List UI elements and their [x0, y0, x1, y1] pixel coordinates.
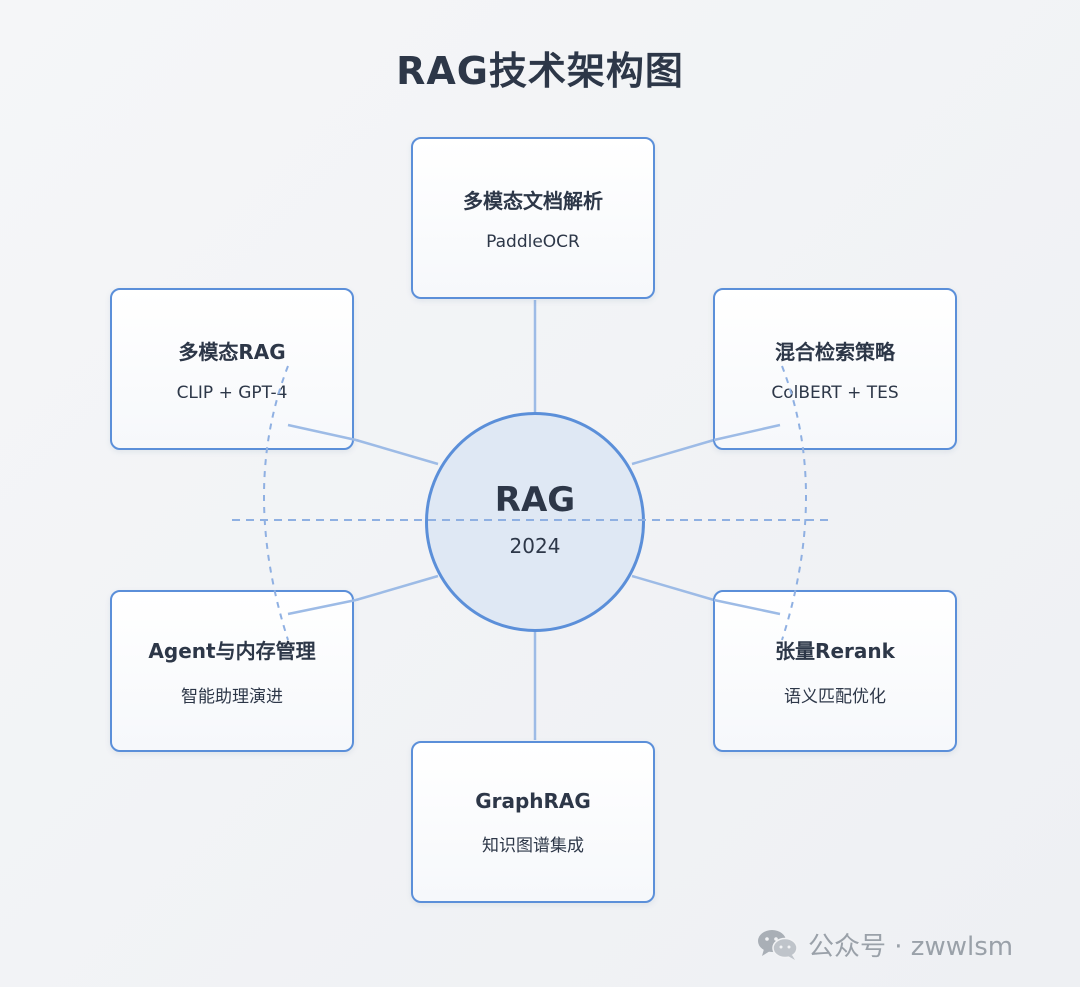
node-upper-left: 多模态RAG CLIP + GPT-4 [110, 288, 354, 450]
center-title: RAG [494, 480, 576, 520]
connector-lower-right [631, 574, 715, 602]
node-subtitle: ColBERT + TES [771, 382, 899, 403]
center-subtitle: 2024 [509, 534, 561, 558]
wechat-icon [758, 930, 798, 960]
node-subtitle: 语义匹配优化 [784, 687, 886, 707]
connector-upper-left [355, 438, 439, 466]
node-subtitle: PaddleOCR [486, 231, 580, 252]
center-circle: RAG 2024 [425, 412, 645, 632]
node-lower-left: Agent与内存管理 智能助理演进 [110, 590, 354, 752]
node-subtitle: CLIP + GPT-4 [176, 382, 288, 403]
node-subtitle: 智能助理演进 [181, 687, 283, 707]
node-title: GraphRAG [475, 788, 591, 813]
connector-upper-right [631, 438, 715, 466]
node-top: 多模态文档解析 PaddleOCR [411, 137, 655, 299]
node-title: 多模态文档解析 [463, 188, 603, 213]
node-bottom: GraphRAG 知识图谱集成 [411, 741, 655, 903]
node-title: 张量Rerank [775, 639, 895, 663]
connector-lower-left [355, 574, 439, 602]
diagram-title: RAG技术架构图 [396, 49, 684, 93]
node-subtitle: 知识图谱集成 [482, 835, 584, 856]
node-title: 混合检索策略 [775, 339, 895, 364]
watermark-text: 公众号 · zwwlsm [808, 931, 1014, 962]
node-lower-right: 张量Rerank 语义匹配优化 [713, 590, 957, 752]
watermark: 公众号 · zwwlsm [756, 924, 1013, 964]
node-title: Agent与内存管理 [148, 639, 316, 663]
node-title: 多模态RAG [178, 339, 286, 364]
node-upper-right: 混合检索策略 ColBERT + TES [713, 288, 957, 450]
